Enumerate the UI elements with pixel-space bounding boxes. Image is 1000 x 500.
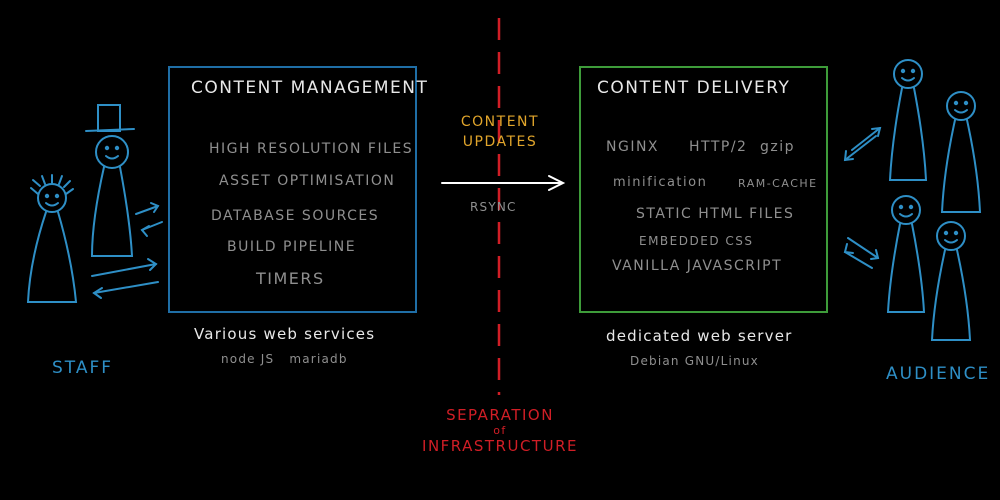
separation-line1: SEPARATION — [446, 406, 554, 424]
delivery-item: HTTP/2 — [689, 139, 748, 155]
delivery-item: minification — [613, 175, 708, 190]
management-item: HIGH RESOLUTION FILES — [209, 141, 414, 157]
content-updates-line1: CONTENT — [460, 114, 540, 130]
delivery-item: gzip — [760, 139, 796, 155]
management-caption: Various web services — [194, 325, 376, 343]
delivery-caption: dedicated web server — [606, 327, 793, 345]
staff-person-left — [26, 174, 78, 303]
audience-arrows — [843, 126, 882, 269]
delivery-item: RAM-CACHE — [738, 177, 818, 190]
delivery-item: STATIC HTML FILES — [636, 206, 795, 222]
update-arrow — [441, 175, 566, 191]
management-item: DATABASE SOURCES — [211, 208, 380, 224]
delivery-subcaption: Debian GNU/Linux — [630, 354, 759, 368]
delivery-item: NGINX — [606, 139, 660, 155]
staff-label: STAFF — [52, 358, 114, 378]
management-item: BUILD PIPELINE — [227, 239, 357, 255]
separation-line2: of — [493, 424, 507, 437]
content-delivery-box — [579, 66, 828, 313]
delivery-item: EMBEDDED CSS — [639, 234, 754, 248]
content-management-title: CONTENT MANAGEMENT — [191, 78, 429, 98]
rsync-label: RSYNC — [470, 200, 517, 214]
delivery-item: VANILLA JAVASCRIPT — [612, 258, 783, 274]
content-management-box — [168, 66, 417, 313]
staff-arrows — [91, 202, 163, 299]
management-item: TIMERS — [256, 269, 325, 288]
audience-label: AUDIENCE — [886, 364, 991, 384]
management-subcaption: node JS mariadb — [221, 352, 348, 366]
content-updates-line2: UPDATES — [462, 134, 538, 150]
separation-line3: INFRASTRUCTURE — [422, 437, 578, 455]
content-updates-label: CONTENT UPDATES — [445, 114, 555, 150]
management-item: ASSET OPTIMISATION — [219, 173, 396, 189]
audience-group — [886, 59, 982, 341]
content-delivery-title: CONTENT DELIVERY — [597, 78, 791, 98]
staff-person-right — [85, 104, 135, 257]
separation-label: SEPARATION of INFRASTRUCTURE — [420, 406, 580, 455]
